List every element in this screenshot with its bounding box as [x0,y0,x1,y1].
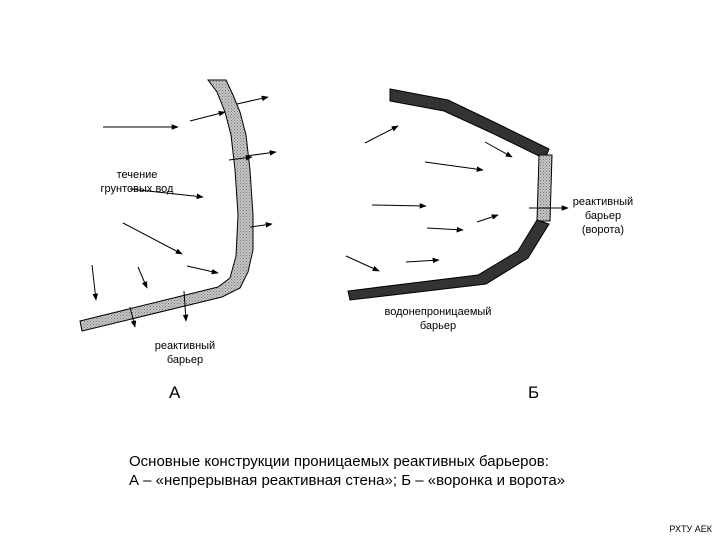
flow-arrows-b [345,125,569,272]
flow-label: течение грунтовых вод [100,169,174,195]
reactive-gate-b [536,154,553,222]
caption-line-2: А – «непрерывная реактивная стена»; Б – … [129,472,566,489]
funnel-wall-lower [347,219,550,301]
corner-watermark: РХТУ АЕК [669,524,712,534]
panel-a-label: А [169,383,181,402]
reactive-barrier-a-label: реактивный барьер [154,340,216,366]
caption-line-1: Основные конструкции проницаемых реактив… [129,453,549,470]
reactive-wall-a [79,79,254,332]
figure-caption: Основные конструкции проницаемых реактив… [129,452,565,490]
funnel-wall-upper [389,88,550,160]
impermeable-barrier-label: водонепроницаемый барьер [384,306,492,332]
flow-arrows-a [91,95,277,328]
reactive-barrier-gate-label: реактивный барьер (ворота) [572,196,634,236]
panel-b-label: Б [528,383,540,402]
